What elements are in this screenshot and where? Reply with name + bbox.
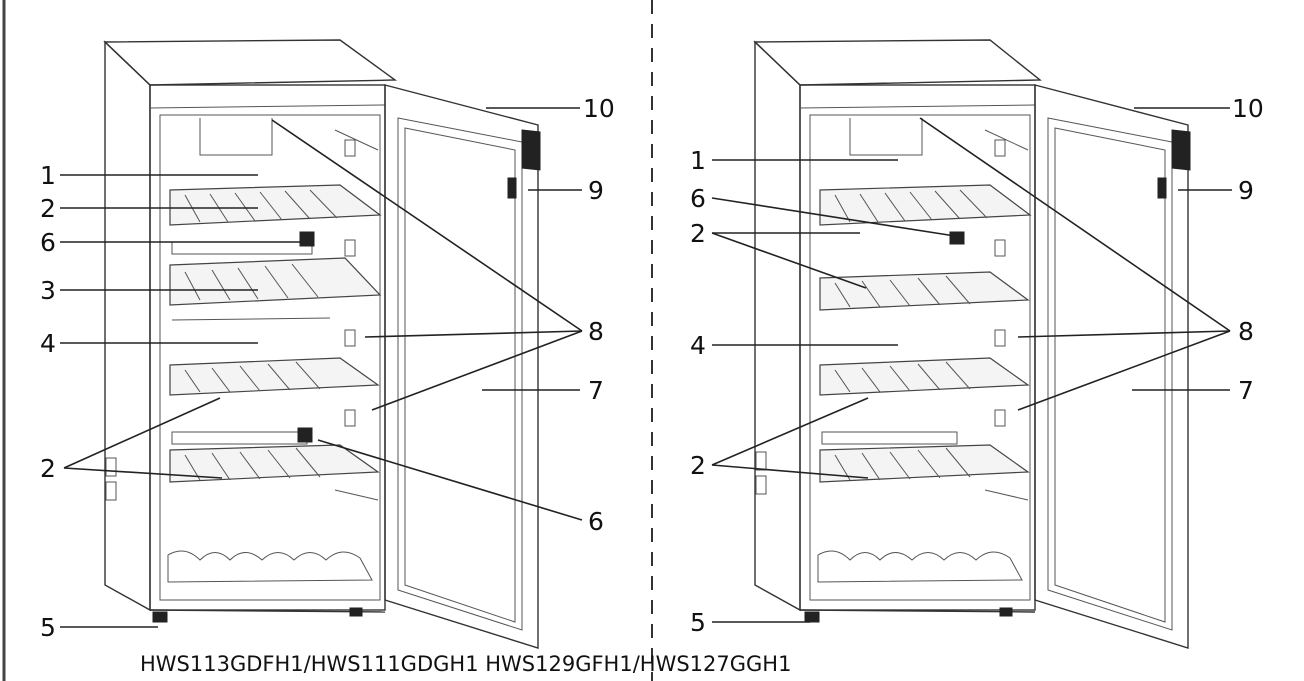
right-label-4: 4 <box>690 331 706 360</box>
right-leader-lines <box>711 107 1232 623</box>
left-leader-lines <box>60 107 583 628</box>
right-label-8: 8 <box>1238 317 1254 346</box>
left-label-1: 1 <box>40 161 56 190</box>
left-shelf-1 <box>169 184 382 226</box>
right-shelf-2 <box>819 271 1030 311</box>
right-label-1: 1 <box>690 146 706 175</box>
right-label-2-top: 2 <box>690 219 706 248</box>
left-label-4: 4 <box>40 329 56 358</box>
right-label-7: 7 <box>1238 376 1254 405</box>
right-label-5: 5 <box>690 608 706 637</box>
right-label-9: 9 <box>1238 176 1254 205</box>
left-label-7: 7 <box>588 376 604 405</box>
left-bottom-rack <box>167 550 373 583</box>
right-bottom-rack <box>817 550 1023 583</box>
left-shelf-5 <box>169 444 380 483</box>
right-label-10: 10 <box>1232 94 1264 123</box>
right-door <box>1034 84 1191 649</box>
left-label-5: 5 <box>40 613 56 642</box>
left-label-6-bottom: 6 <box>588 507 604 536</box>
left-label-10: 10 <box>583 94 615 123</box>
left-shelf-3 <box>169 257 382 321</box>
right-shelf-4 <box>819 444 1030 483</box>
left-cabinet <box>103 39 541 649</box>
left-door <box>384 84 541 649</box>
left-label-6-top: 6 <box>40 228 56 257</box>
left-shelf-rail-6b <box>171 427 313 445</box>
left-label-2-bottom: 2 <box>40 454 56 483</box>
left-shelf-4 <box>169 357 380 396</box>
left-label-2-top: 2 <box>40 194 56 223</box>
right-label-2-bottom: 2 <box>690 451 706 480</box>
right-shelf-rail <box>821 431 958 445</box>
model-caption: HWS113GDFH1/HWS111GDGH1 HWS129GFH1/HWS12… <box>140 652 791 676</box>
right-cabinet <box>753 39 1191 649</box>
left-label-8: 8 <box>588 317 604 346</box>
left-shelf-rail-6 <box>171 231 315 255</box>
right-shelf-3 <box>819 357 1030 396</box>
left-label-3: 3 <box>40 276 56 305</box>
right-label-6: 6 <box>690 184 706 213</box>
right-shelf-1 <box>819 184 1032 245</box>
left-label-9: 9 <box>588 176 604 205</box>
